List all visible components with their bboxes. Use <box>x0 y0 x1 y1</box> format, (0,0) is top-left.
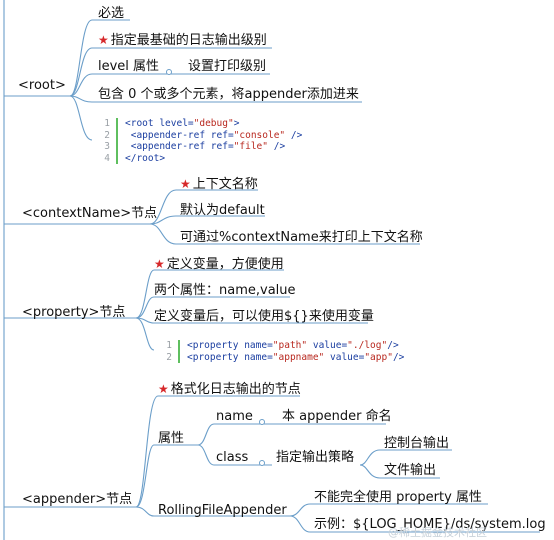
code-bar <box>178 340 180 363</box>
appender-name-label: name <box>216 409 253 424</box>
appender-file-label: 文件输出 <box>384 463 437 478</box>
appender-name-desc: 本 appender 命名 <box>282 409 392 424</box>
appender-rolling-label: RollingFileAppender <box>158 503 287 518</box>
root-level-attr-label: level 属性 <box>98 59 160 74</box>
line-number: 3 <box>104 141 110 152</box>
appender-rolling-note: 不能完全使用 property 属性 <box>314 490 482 505</box>
line-number: 4 <box>104 152 110 164</box>
root-required-label: 必选 <box>98 6 125 21</box>
context-print-label: 可通过%contextName来打印上下文名称 <box>180 230 423 245</box>
context-name-text: 上下文名称 <box>192 177 258 192</box>
line-number: 2 <box>104 129 110 141</box>
root-contains-label: 包含 0 个或多个元素，将appender添加进来 <box>98 87 359 102</box>
appender-format-label: ★格式化日志输出的节点 <box>158 381 301 398</box>
star-icon: ★ <box>158 382 169 396</box>
star-icon: ★ <box>154 257 165 271</box>
code-line: <property name="path" value="./log"/> <box>187 340 399 351</box>
code-line: <appender-ref ref="console" /> <box>125 129 303 141</box>
code-bar <box>116 118 118 164</box>
root-level-desc-label: 设置打印级别 <box>188 59 267 74</box>
root-base-level-text: 指定最基础的日志输出级别 <box>110 33 267 48</box>
appender-console-label: 控制台输出 <box>384 436 450 451</box>
context-name-label: ★上下文名称 <box>180 176 258 193</box>
line-number: 1 <box>166 340 172 351</box>
property-node: <property>节点 <box>22 305 126 320</box>
root-base-level-label: ★指定最基础的日志输出级别 <box>98 32 267 49</box>
appender-example-label: 示例：${LOG_HOME}/ds/system.log <box>314 517 546 532</box>
property-define-text: 定义变量，方便使用 <box>166 257 284 272</box>
code-line: </root> <box>125 152 166 164</box>
appender-attr-label: 属性 <box>158 431 185 446</box>
connector-circle-icon <box>166 69 172 75</box>
appender-class-label: class <box>216 450 249 465</box>
property-attrs-label: 两个属性：name,value <box>154 283 296 298</box>
code-line: <property name="appname" value="app"/> <box>187 351 405 363</box>
connector-circle-icon <box>259 419 265 425</box>
watermark: @稀土掘金技术社区 <box>388 526 487 539</box>
property-code-block: 1 2 <property name="path" value="./log"/… <box>162 340 422 364</box>
line-number: 1 <box>104 118 110 129</box>
star-icon: ★ <box>180 177 191 191</box>
code-line: <root level="debug"> <box>125 118 240 129</box>
code-line: <appender-ref ref="file" /> <box>125 141 286 152</box>
root-node: <root> <box>18 78 66 93</box>
appender-class-desc: 指定输出策略 <box>276 450 355 465</box>
root-code-block: 1 2 3 4 <root level="debug"> <appender-r… <box>100 118 340 166</box>
context-default-label: 默认为default <box>180 203 265 218</box>
appender-node: <appender>节点 <box>22 492 133 507</box>
star-icon: ★ <box>98 33 109 47</box>
line-number: 2 <box>166 351 172 363</box>
appender-format-text: 格式化日志输出的节点 <box>170 382 301 397</box>
property-usage-label: 定义变量后，可以使用${}来使用变量 <box>154 309 374 324</box>
context-name-node: <contextName>节点 <box>22 206 158 221</box>
connector-circle-icon <box>259 460 265 466</box>
property-define-label: ★定义变量，方便使用 <box>154 256 284 273</box>
